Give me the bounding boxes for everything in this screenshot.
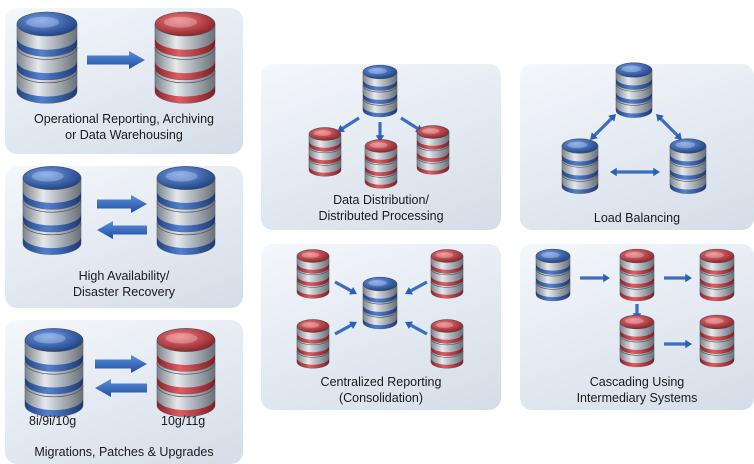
- consolidation-arrow-1-icon: [334, 280, 357, 295]
- cascading-caption-line1: Cascading Using: [589, 375, 685, 389]
- panel-operational-reporting: Operational Reporting, Archiving or Data…: [5, 8, 243, 154]
- replication-arrow-icon: [87, 51, 145, 69]
- consolidation-arrow-4-icon: [405, 321, 428, 336]
- reporting-caption-line2: or Data Warehousing: [65, 128, 183, 142]
- old-version-database-icon: [24, 328, 84, 417]
- distribution-caption: Data Distribution/ Distributed Processin…: [261, 192, 501, 224]
- centralized-caption-line1: Centralized Reporting: [320, 375, 442, 389]
- panel-load-balancing: Load Balancing: [520, 62, 754, 230]
- centralized-caption-line2: (Consolidation): [338, 391, 424, 405]
- node-left-database-icon: [561, 138, 599, 194]
- panel-data-distribution: Data Distribution/ Distributed Processin…: [261, 64, 501, 230]
- target-database-2-icon: [699, 314, 735, 368]
- panel-high-availability: High Availability/ Disaster Recovery: [5, 166, 243, 308]
- panel-cascading: Cascading Using Intermediary Systems: [520, 244, 754, 410]
- fallback-arrow-icon: [95, 379, 147, 397]
- distribution-caption-line2: Distributed Processing: [318, 209, 444, 223]
- centralized-caption: Centralized Reporting (Consolidation): [261, 374, 501, 406]
- primary-database-icon: [22, 166, 82, 255]
- migrations-caption: Migrations, Patches & Upgrades: [34, 445, 214, 459]
- cascade-arrow-3-icon: [664, 339, 692, 349]
- cascading-caption: Cascading Using Intermediary Systems: [520, 374, 754, 406]
- source-database-1-icon: [296, 249, 330, 299]
- reporting-diagram: [16, 11, 216, 104]
- target-database-icon: [154, 11, 216, 104]
- target-version-label: 10g/11g: [161, 414, 206, 428]
- source-database-icon: [16, 11, 78, 104]
- ha-diagram: [22, 166, 216, 255]
- panel-migrations: 8i/9i/10g 10g/11g Migrations, Patches & …: [5, 320, 243, 464]
- distribution-caption-line1: Data Distribution/: [333, 193, 429, 207]
- target-database-3-icon: [416, 125, 450, 175]
- distribution-arrow-down-icon: [375, 122, 385, 142]
- sync-arrow-right-icon: [656, 114, 682, 140]
- ha-caption: High Availability/ Disaster Recovery: [5, 268, 243, 300]
- central-database-icon: [362, 276, 398, 330]
- migrations-diagram: [24, 328, 216, 417]
- panel-centralized-reporting: Centralized Reporting (Consolidation): [261, 244, 501, 410]
- centralized-diagram: [296, 249, 464, 369]
- source-database-4-icon: [430, 319, 464, 369]
- sync-arrow-bottom-icon: [610, 167, 660, 177]
- ha-caption-line1: High Availability/: [78, 269, 170, 283]
- load-balancing-caption: Load Balancing: [593, 211, 681, 225]
- standby-database-icon: [156, 166, 216, 255]
- target-database-1-icon: [308, 127, 342, 177]
- node-top-database-icon: [615, 62, 653, 118]
- target-database-2-icon: [364, 139, 398, 189]
- distribution-arrow-left-icon: [337, 116, 360, 132]
- ha-caption-line2: Disaster Recovery: [72, 285, 176, 299]
- upgrade-arrow-icon: [95, 355, 147, 373]
- source-database-3-icon: [296, 319, 330, 369]
- reporting-caption-line1: Operational Reporting, Archiving: [34, 112, 214, 126]
- intermediary-database-icon: [619, 248, 655, 302]
- consolidation-arrow-2-icon: [405, 280, 428, 295]
- forward-replication-arrow-icon: [97, 195, 147, 213]
- origin-database-icon: [535, 248, 571, 302]
- node-right-database-icon: [669, 138, 707, 194]
- reporting-caption: Operational Reporting, Archiving or Data…: [5, 111, 243, 143]
- source-database-icon: [362, 64, 398, 118]
- sync-arrow-left-icon: [590, 114, 616, 140]
- source-database-2-icon: [430, 249, 464, 299]
- cascading-caption-line2: Intermediary Systems: [576, 391, 698, 405]
- cascade-arrow-2-icon: [664, 273, 692, 283]
- source-version-label: 8i/9i/10g: [29, 414, 77, 428]
- consolidation-arrow-3-icon: [334, 321, 357, 336]
- cascading-diagram: [535, 248, 735, 368]
- load-balancing-diagram: [561, 62, 707, 194]
- distribution-diagram: [308, 64, 450, 189]
- new-version-database-icon: [156, 328, 216, 417]
- cascade-arrow-1-icon: [580, 273, 610, 283]
- reverse-replication-arrow-icon: [97, 221, 147, 239]
- target-database-1-icon: [699, 248, 735, 302]
- intermediary-database-2-icon: [619, 314, 655, 368]
